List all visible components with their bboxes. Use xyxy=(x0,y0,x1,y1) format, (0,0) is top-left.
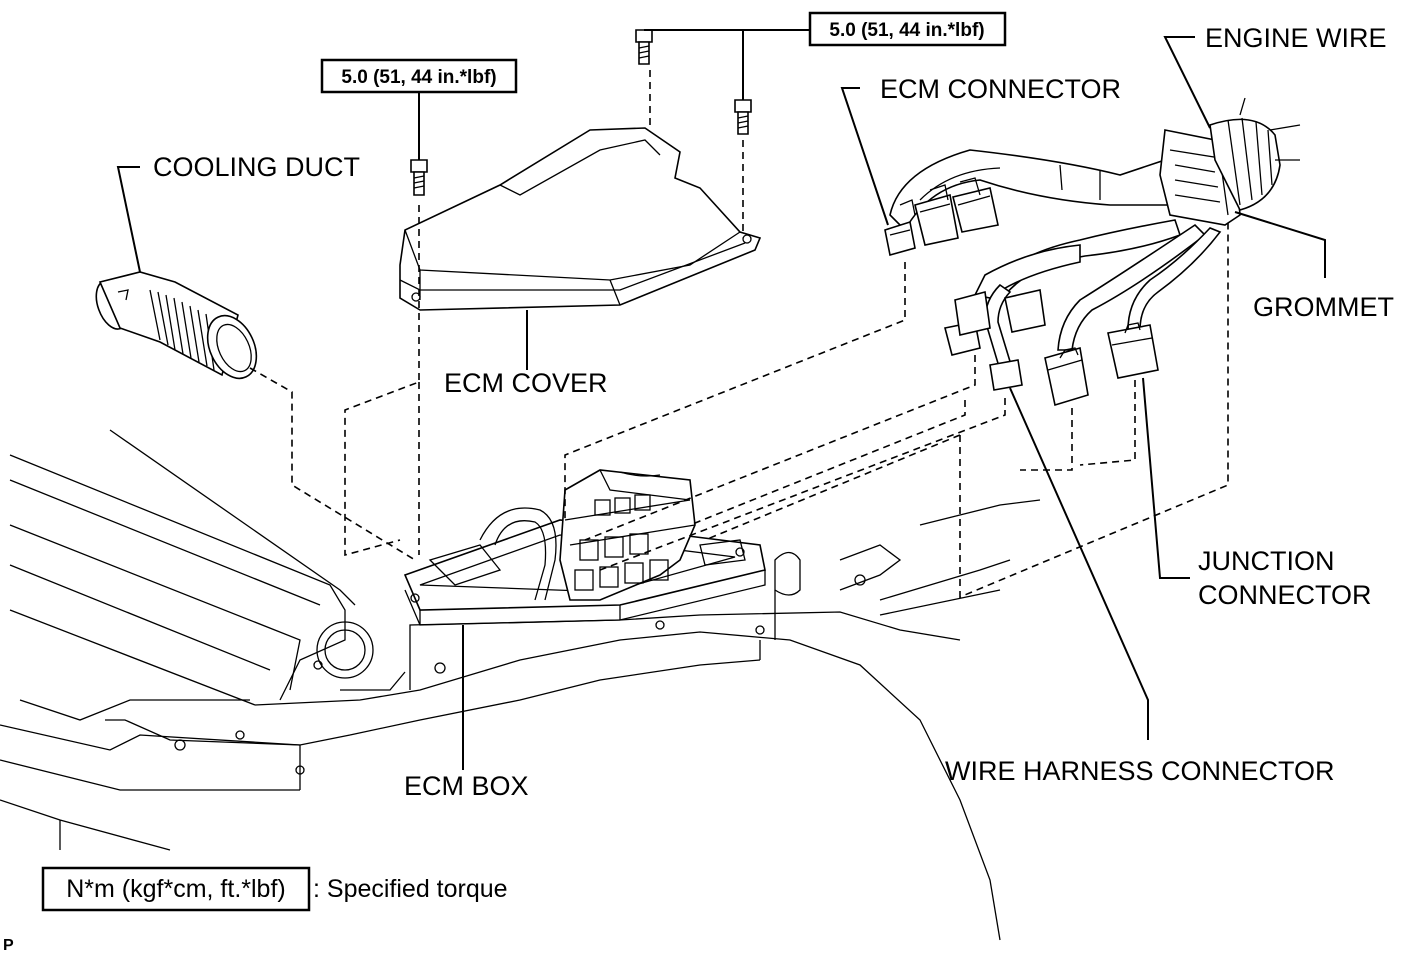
torque-value-left: 5.0 (51, 44 in.*lbf) xyxy=(341,67,496,88)
corner-code: P xyxy=(3,937,14,954)
label-ecm-cover: ECM COVER xyxy=(444,368,608,398)
label-ecm-connector: ECM CONNECTOR xyxy=(880,74,1121,104)
bolt-left xyxy=(410,159,428,196)
label-engine-wire: ENGINE WIRE xyxy=(1205,23,1387,53)
label-ecm-box: ECM BOX xyxy=(404,771,529,801)
torque-spec-left: 5.0 (51, 44 in.*lbf) xyxy=(320,58,518,94)
label-junction-connector-line2: CONNECTOR xyxy=(1198,580,1372,610)
legend-description: : Specified torque xyxy=(313,875,508,903)
engine-wire-harness xyxy=(884,97,1301,407)
bolt-right-bottom xyxy=(734,99,752,135)
torque-value-right: 5.0 (51, 44 in.*lbf) xyxy=(829,20,984,41)
assembly-guide-lines xyxy=(249,70,1229,599)
ecm-box xyxy=(403,469,766,626)
ecm-cover xyxy=(399,127,762,311)
label-grommet: GROMMET xyxy=(1253,292,1394,322)
bolt-right-top xyxy=(635,29,653,65)
label-junction-connector-line1: JUNCTION xyxy=(1198,546,1335,576)
cooling-duct xyxy=(95,271,258,380)
leader-lines xyxy=(116,29,1326,770)
legend-unit-box: N*m (kgf*cm, ft.*lbf) xyxy=(66,875,285,903)
torque-legend: N*m (kgf*cm, ft.*lbf) : Specified torque xyxy=(41,866,508,912)
label-wire-harness-connector: WIRE HARNESS CONNECTOR xyxy=(945,756,1335,786)
vehicle-body-outline xyxy=(0,429,1041,941)
torque-spec-right: 5.0 (51, 44 in.*lbf) xyxy=(808,11,1007,47)
label-cooling-duct: COOLING DUCT xyxy=(153,152,360,182)
